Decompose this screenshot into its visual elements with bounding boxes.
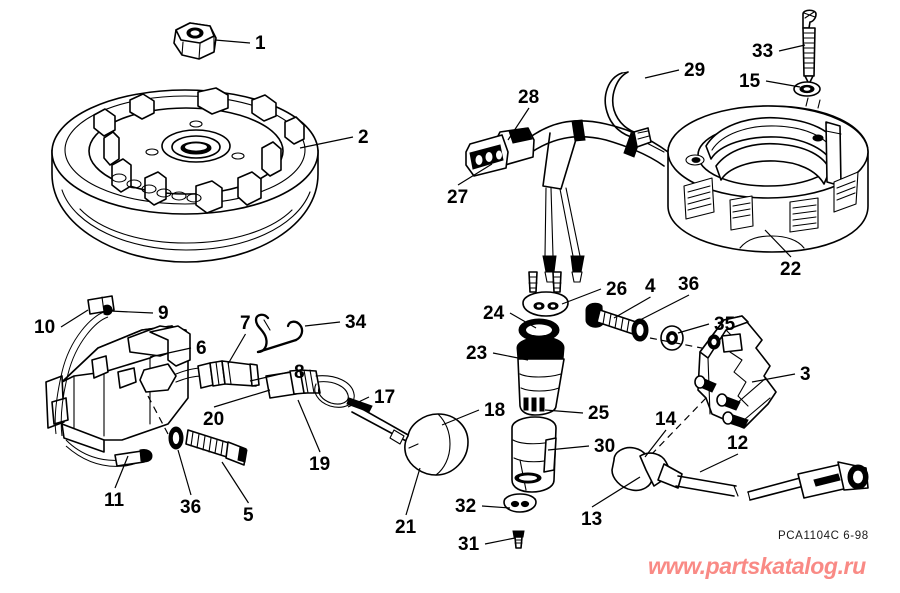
leader-line-o-ring <box>509 312 537 329</box>
part-number-code: PCA1104C 6-98 <box>778 530 869 542</box>
callout-stator: 22 <box>780 259 802 280</box>
callout-lock-washer-2: 36 <box>678 274 700 295</box>
part-spark-plug-wire <box>611 446 869 501</box>
leader-line-lock-washer-2 <box>639 294 690 321</box>
site-watermark: www.partskatalog.ru <box>648 553 866 579</box>
leader-line-stator <box>764 229 792 258</box>
leader-line-boot-tip <box>405 467 421 516</box>
part-bolt-5 <box>147 395 248 466</box>
callout-washer-flat: 35 <box>714 314 736 335</box>
leader-line-terminal-sleeve <box>249 371 290 382</box>
callout-lead-end: 10 <box>34 317 56 338</box>
leader-line-washer-flat <box>677 323 710 334</box>
callout-flywheel-nut: 1 <box>255 33 266 54</box>
part-screw-4 <box>585 302 713 351</box>
leader-line-lead-end <box>60 309 89 328</box>
leader-lines <box>60 39 806 545</box>
leader-line-ground-lead <box>114 455 129 489</box>
leader-line-screw-long <box>778 44 806 52</box>
part-rubber-boot <box>404 413 469 476</box>
callout-boot-tip: 21 <box>395 517 417 538</box>
part-tie-strap <box>604 71 652 148</box>
leader-line-grommet-small <box>481 505 511 509</box>
callout-connector-sleeve: 19 <box>309 454 331 475</box>
callout-screw-long: 33 <box>752 41 774 62</box>
leader-line-terminal-clip <box>109 310 154 314</box>
leader-line-flywheel <box>299 136 354 149</box>
callout-terminal-sleeve: 8 <box>294 362 305 383</box>
callout-spark-plug-boot: 7 <box>240 313 251 334</box>
leader-line-connector-plug <box>457 163 493 186</box>
callout-screw: 4 <box>645 276 656 297</box>
callout-connector-plug: 27 <box>447 187 469 208</box>
part-power-pack <box>647 315 777 459</box>
leader-line-screw <box>613 296 651 319</box>
leader-line-lock-washer <box>177 449 192 496</box>
leader-line-flywheel-nut <box>214 39 251 44</box>
callout-ground-lead: 11 <box>104 490 125 511</box>
part-screw-long <box>802 9 817 85</box>
leader-line-grommet <box>561 288 602 305</box>
leader-line-connector-body <box>213 389 271 408</box>
leader-line-wiring-harness <box>507 107 530 141</box>
part-wiring-harness <box>465 119 669 283</box>
callout-spark-plug-wire: 12 <box>727 433 749 454</box>
callout-plug-boot: 13 <box>581 509 603 530</box>
part-retaining-clip <box>254 313 304 354</box>
callout-flywheel: 2 <box>358 127 369 148</box>
part-flywheel <box>51 87 319 263</box>
leader-line-bolt <box>221 461 250 504</box>
leader-line-ignition-coil <box>149 347 192 358</box>
part-flywheel-nut <box>173 22 217 60</box>
callout-o-ring: 24 <box>483 303 505 324</box>
callout-terminal-clip: 9 <box>158 303 169 324</box>
callout-sensor-cap: 30 <box>594 436 616 457</box>
leader-line-rubber-boot <box>441 409 480 426</box>
leader-line-spark-plug-wire <box>699 453 739 473</box>
part-wire-leads <box>351 405 411 445</box>
callout-lock-washer: 36 <box>180 497 202 518</box>
callout-washer: 15 <box>739 71 761 92</box>
leader-line-screw-small <box>484 537 516 545</box>
callout-screw-small: 31 <box>458 534 480 555</box>
callout-ignition-coil: 6 <box>196 338 207 359</box>
part-sensor-stack <box>511 271 569 493</box>
part-screw-small <box>512 530 525 549</box>
part-connector-20 <box>265 369 373 413</box>
part-washer-15 <box>793 81 821 97</box>
leader-line-tie-strap <box>644 69 680 79</box>
callout-sensor-retainer: 25 <box>588 403 610 424</box>
part-stator <box>667 97 869 253</box>
leader-line-sensor-body <box>492 352 529 361</box>
leader-line-plug-boot <box>591 476 641 508</box>
leader-line-sensor-cap <box>547 445 590 451</box>
part-grommet-small <box>503 493 537 513</box>
callout-wire-leads: 17 <box>374 387 396 408</box>
callout-wiring-harness: 28 <box>518 87 540 108</box>
leader-line-retaining-clip <box>304 321 341 327</box>
callout-grommet: 26 <box>606 279 628 300</box>
leader-line-wire-clip <box>644 429 667 458</box>
callout-connector-body: 20 <box>203 409 225 430</box>
callout-bolt: 5 <box>243 505 254 526</box>
callout-rubber-boot: 18 <box>484 400 506 421</box>
leader-line-sensor-retainer <box>544 409 584 414</box>
leader-line-washer <box>765 80 801 88</box>
callout-grommet-small: 32 <box>455 496 477 517</box>
leader-line-spark-plug-boot <box>227 333 247 365</box>
part-spark-plug-boot-7 <box>175 360 260 389</box>
callout-wire-clip: 14 <box>655 409 677 430</box>
leader-line-connector-sleeve <box>297 399 321 453</box>
callout-retaining-clip: 34 <box>345 312 367 333</box>
callout-tie-strap: 29 <box>684 60 706 81</box>
callout-power-pack: 3 <box>800 364 811 385</box>
leader-line-power-pack <box>751 373 796 383</box>
leader-line-wire-leads <box>347 396 370 408</box>
callout-sensor-body: 23 <box>466 343 488 364</box>
